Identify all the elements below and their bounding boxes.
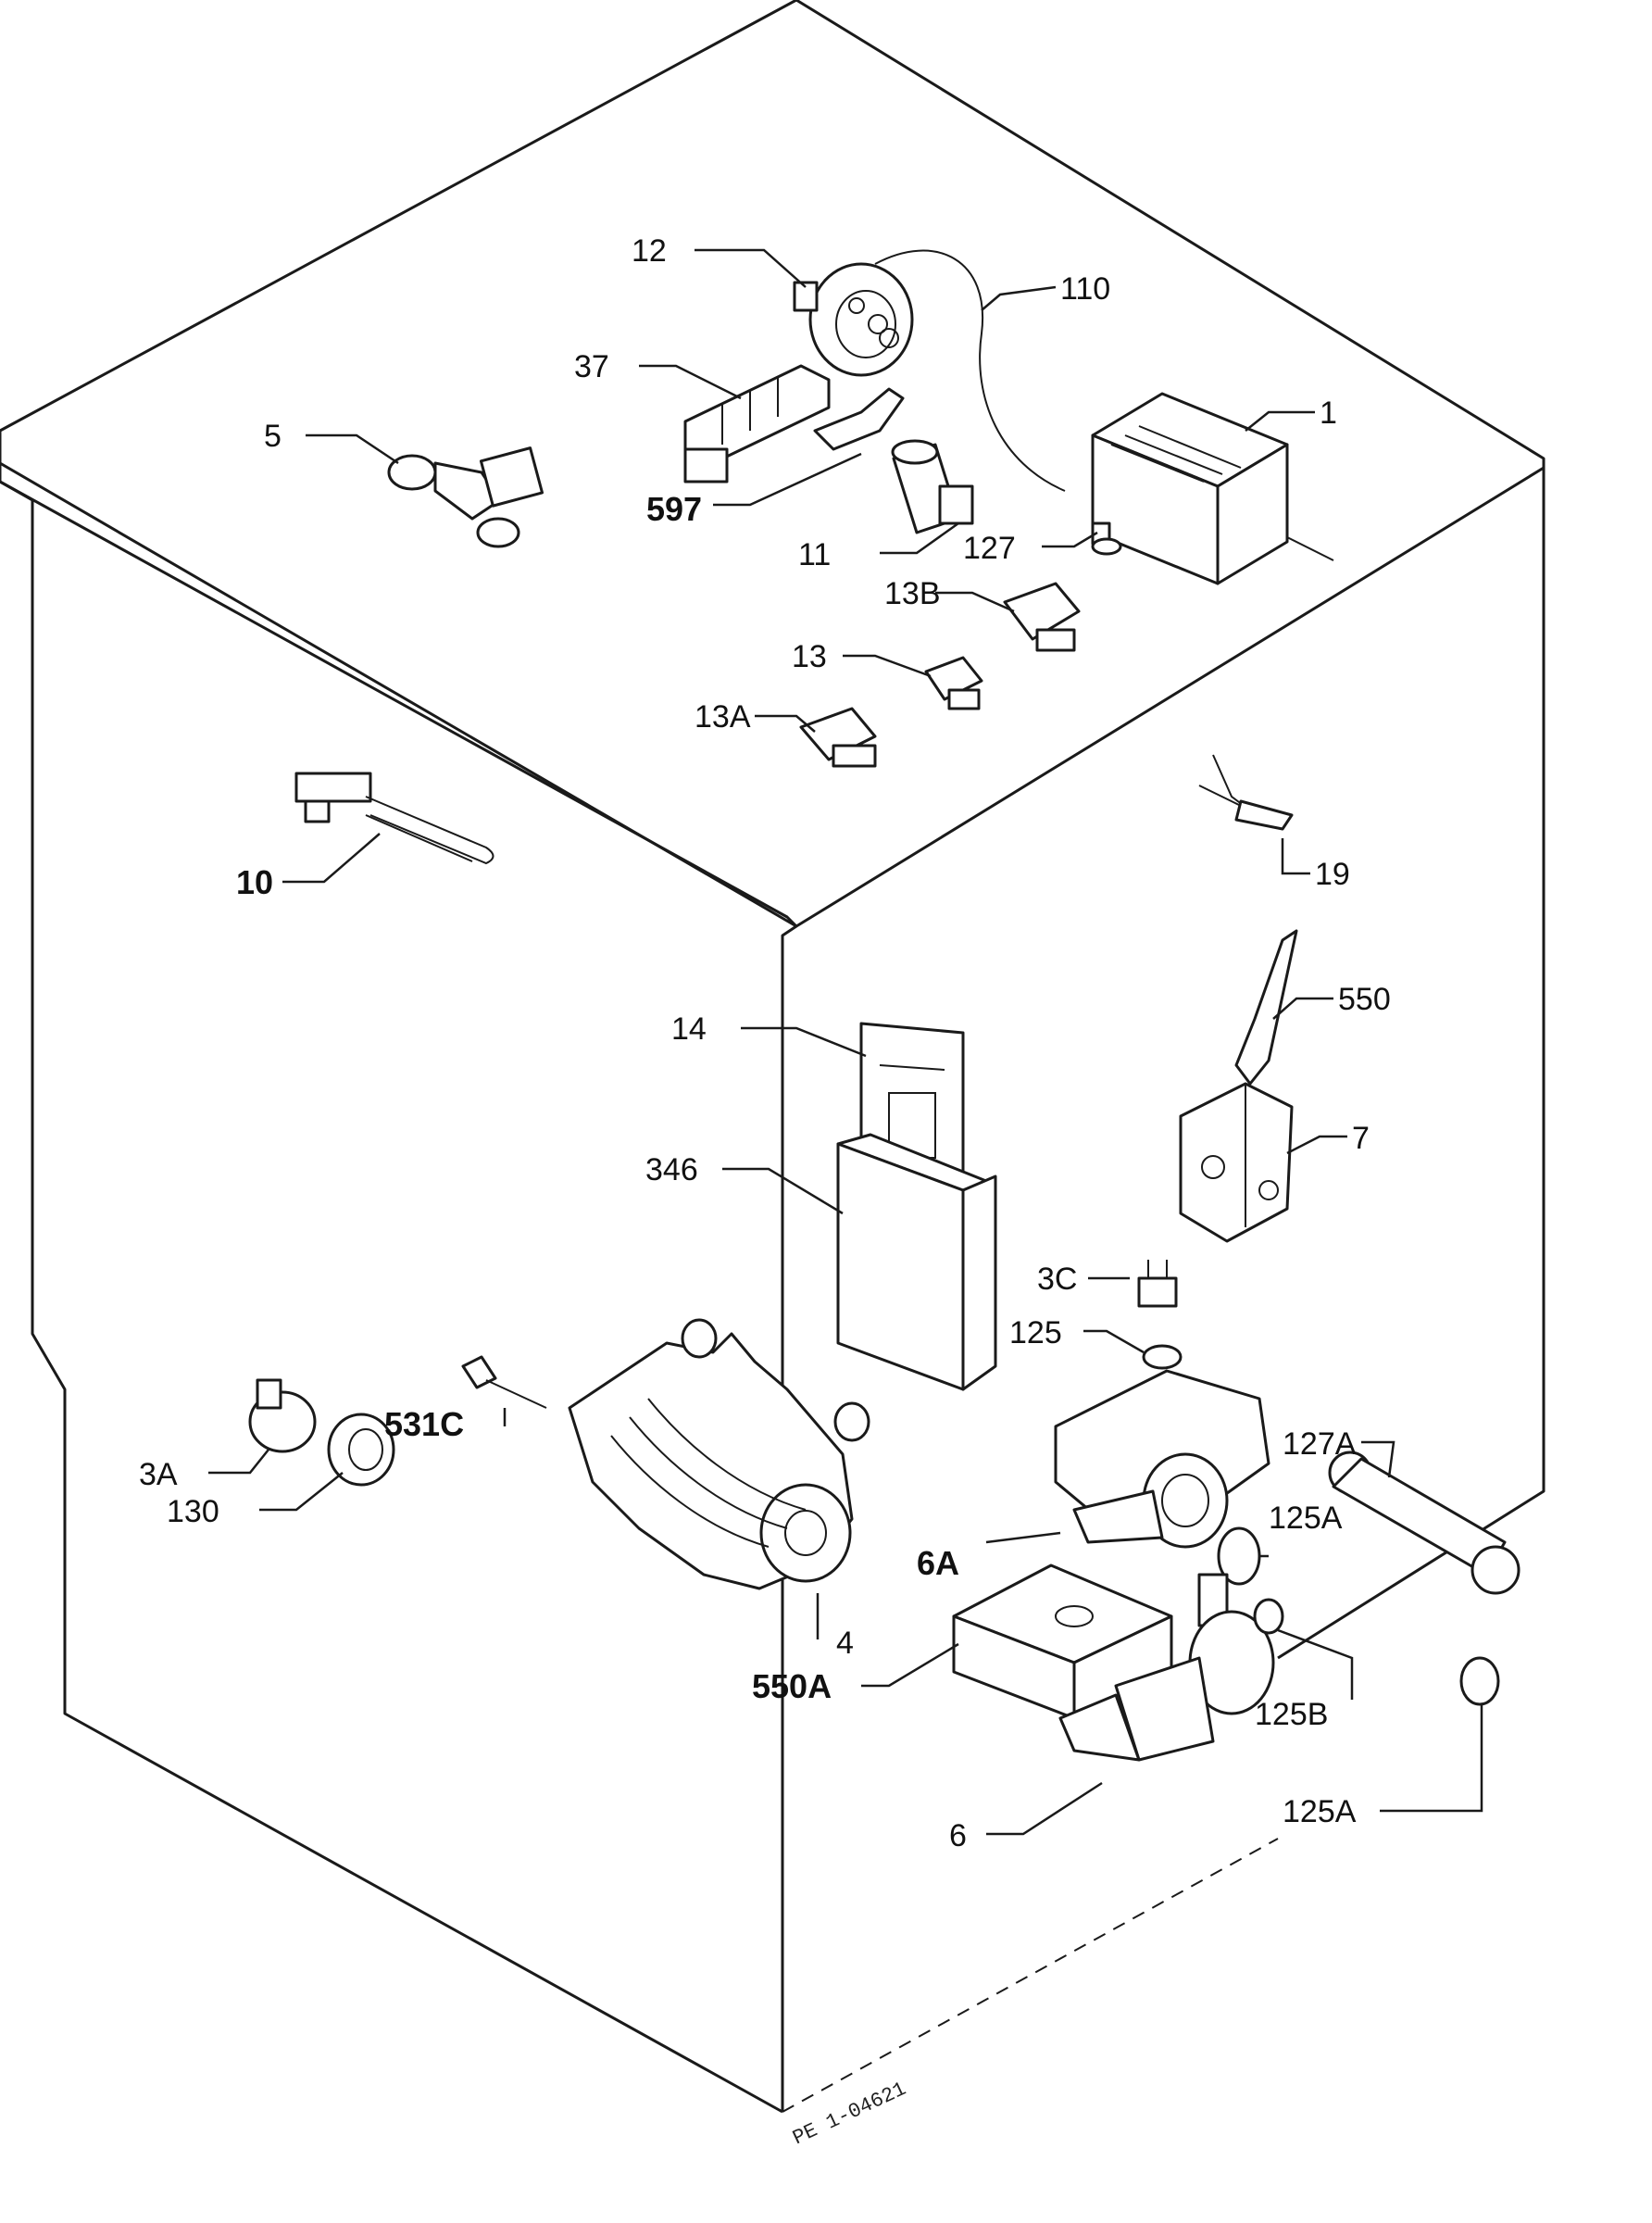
part-labels: 12 110 1 37 5 597 11 127 13B 13 13A 10 1… [139,233,1391,1853]
drain-pump-part [1058,1573,1275,1762]
seal-125-part [1142,1344,1183,1370]
label-12: 12 [632,233,667,269]
fitting-127-part [1091,521,1122,556]
pump-housing-part [1054,1369,1270,1549]
label-11: 11 [798,537,831,572]
label-125a-upper: 125A [1269,1501,1343,1536]
label-14: 14 [671,1011,707,1047]
drawing-code: PE 1-04621 [789,2078,909,2150]
label-6: 6 [949,1818,967,1853]
connector-13-part [924,656,983,710]
label-4: 4 [836,1626,854,1661]
label-597: 597 [646,490,702,528]
pressure-switch-part [793,262,914,377]
label-3a: 3A [139,1457,178,1492]
programmer-part [1091,392,1334,585]
label-3c: 3C [1037,1262,1077,1297]
label-531c: 531C [384,1405,464,1443]
label-550a: 550A [752,1667,832,1705]
leader-lines [208,248,1483,1836]
cover-550a-part [952,1564,1173,1720]
label-19: 19 [1315,857,1350,892]
label-130: 130 [167,1494,219,1529]
label-1: 1 [1320,396,1337,431]
filter-housing-part [836,1133,997,1391]
connector-13b-part [1003,582,1081,652]
seal-125a-lower-part [1459,1656,1500,1706]
lever-part [1234,929,1298,1086]
grommet-130-part [327,1413,395,1487]
label-127a: 127A [1283,1426,1357,1462]
label-13a: 13A [695,699,751,735]
label-13b: 13B [884,576,941,611]
sensor-probe-part [1198,754,1294,831]
heating-element-part [294,772,494,865]
inlet-fitting-part [387,446,544,548]
label-125: 125 [1009,1315,1062,1350]
motor-part [568,1318,870,1590]
label-5: 5 [264,419,282,454]
cabinet-outline [0,0,1546,2114]
label-37: 37 [574,349,609,384]
label-127: 127 [963,531,1016,566]
sleeve-127a-part [1328,1451,1521,1595]
label-550: 550 [1338,982,1391,1017]
label-7: 7 [1352,1121,1370,1156]
pressure-sensor-part [1137,1260,1178,1308]
label-10: 10 [236,863,273,901]
hose-part [874,249,1066,492]
seal-125b-part [1253,1598,1284,1635]
sensor-3a-part [248,1378,317,1453]
label-346: 346 [645,1152,698,1187]
screw-531c-part [461,1355,547,1409]
terminal-block-part [683,364,831,484]
capacitor-part [891,439,974,534]
label-125b: 125B [1255,1697,1328,1732]
door-lock-part [1179,1082,1294,1243]
label-6a: 6A [917,1544,959,1582]
label-13: 13 [792,639,827,674]
connector-13a-part [799,707,877,768]
bracket-part [813,387,905,451]
label-125a-lower: 125A [1283,1794,1357,1829]
label-110: 110 [1060,271,1110,307]
